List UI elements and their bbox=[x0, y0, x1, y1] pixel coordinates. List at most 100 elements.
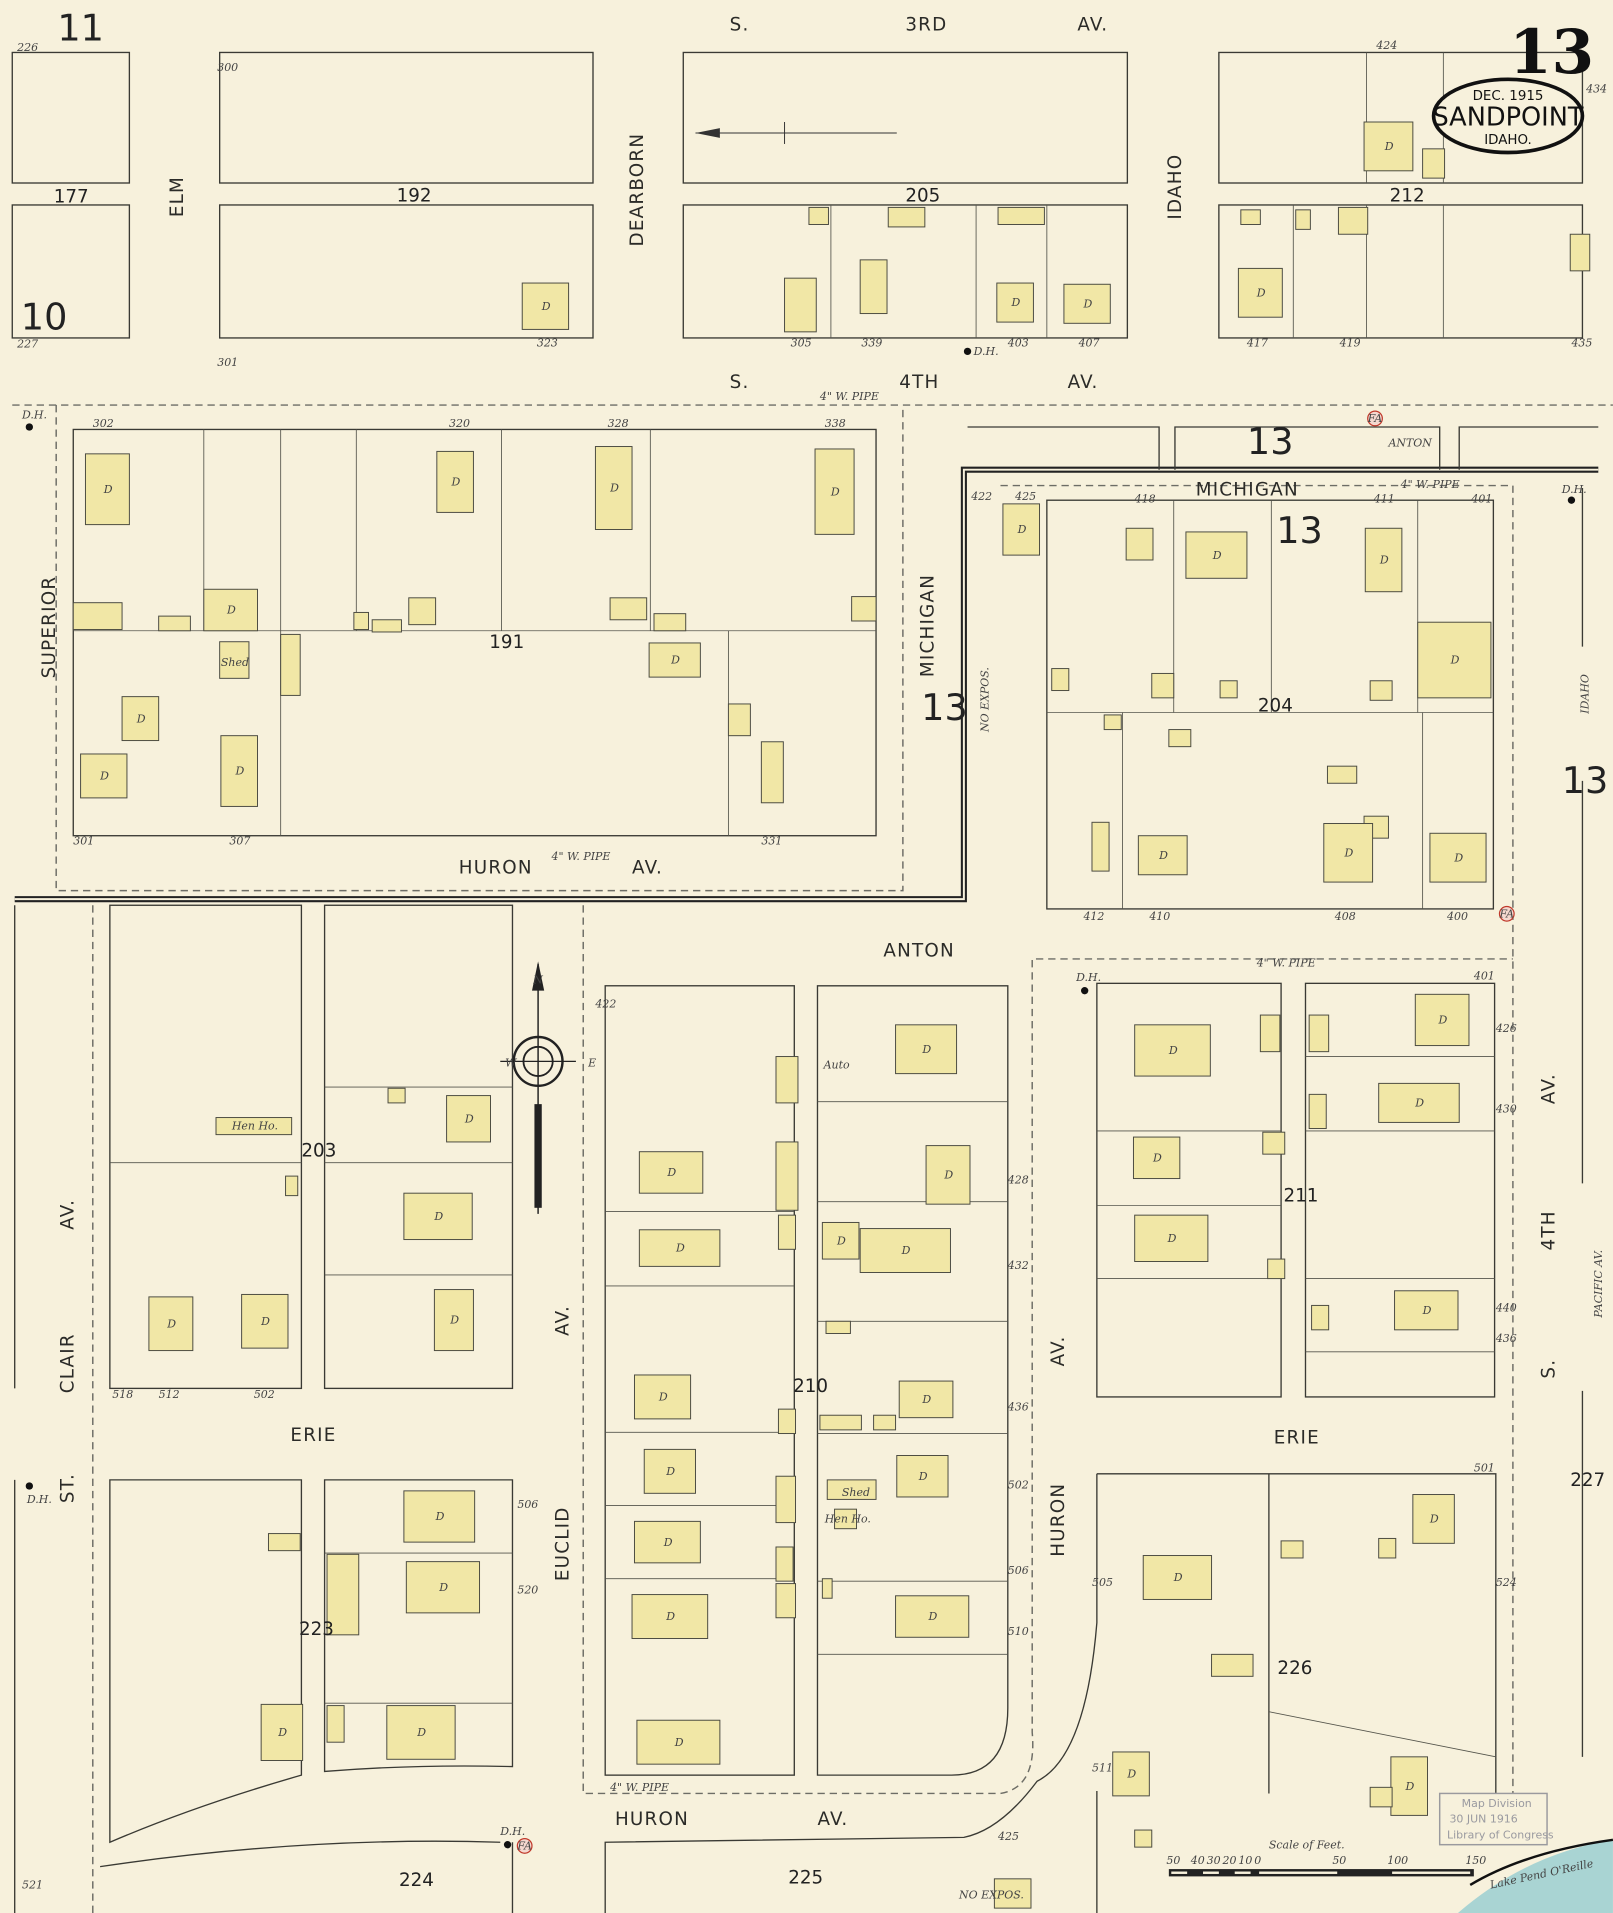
frame-dwelling bbox=[1280, 1540, 1304, 1559]
frame-dwelling bbox=[1414, 993, 1470, 1047]
frame-dwelling bbox=[219, 641, 250, 679]
frame-dwelling bbox=[777, 1214, 797, 1250]
svg-text:Auto: Auto bbox=[823, 1059, 850, 1072]
svg-text:EUCLID: EUCLID bbox=[553, 1506, 574, 1581]
frame-dwelling bbox=[896, 1455, 949, 1498]
house-number: 302 bbox=[93, 417, 114, 430]
frame-dwelling bbox=[727, 703, 751, 737]
frame-dwelling bbox=[760, 741, 784, 804]
frame-dwelling bbox=[1240, 209, 1261, 225]
dwelling-label: D bbox=[674, 1736, 684, 1749]
adjacent-sheet-13c: 13 bbox=[921, 686, 968, 729]
svg-text:FA: FA bbox=[1498, 907, 1514, 920]
dwelling-label: D bbox=[1450, 654, 1460, 667]
house-number: 422 bbox=[970, 490, 992, 503]
block-numbers: 177 192 205 212 191 204 203 210 211 223 … bbox=[54, 185, 1605, 1891]
frame-dwelling bbox=[895, 1595, 970, 1638]
dwelling-label: D bbox=[609, 482, 619, 495]
frame-dwelling bbox=[1308, 1093, 1327, 1130]
frame-dwelling bbox=[1002, 503, 1041, 556]
dwelling-label: D bbox=[1152, 1151, 1162, 1164]
frame-dwelling bbox=[1364, 527, 1403, 593]
frame-dwelling bbox=[80, 753, 128, 799]
dwelling-label: D bbox=[1344, 846, 1354, 859]
dwelling-label: D bbox=[166, 1317, 176, 1330]
dwelling-label: D bbox=[663, 1536, 673, 1549]
dwelling-label: D bbox=[1010, 296, 1020, 309]
frame-dwelling bbox=[1211, 1653, 1254, 1677]
compass-n: N bbox=[532, 973, 543, 986]
svg-text:AV.: AV. bbox=[553, 1305, 574, 1336]
dwelling-label: D bbox=[464, 1112, 474, 1125]
frame-dwelling bbox=[1378, 1082, 1460, 1123]
svg-text:IDAHO: IDAHO bbox=[1165, 154, 1186, 220]
frame-dwelling bbox=[859, 1228, 951, 1273]
frame-dwelling bbox=[148, 1296, 194, 1352]
frame-dwelling bbox=[631, 1594, 709, 1639]
house-number: 226 bbox=[16, 41, 38, 54]
svg-text:NO EXPOS.: NO EXPOS. bbox=[958, 1888, 1024, 1901]
house-number: 407 bbox=[1078, 336, 1100, 349]
frame-dwelling bbox=[895, 1024, 958, 1075]
house-number: 502 bbox=[254, 1388, 275, 1401]
frame-dwelling bbox=[997, 206, 1045, 225]
frame-dwelling bbox=[1134, 1214, 1209, 1262]
svg-text:Map Division: Map Division bbox=[1462, 1797, 1532, 1810]
adjacent-sheet-10: 10 bbox=[21, 295, 68, 338]
frame-dwelling bbox=[808, 206, 829, 225]
frame-dwelling bbox=[996, 282, 1034, 323]
frame-dwelling bbox=[1326, 765, 1358, 784]
frame-dwelling bbox=[775, 1546, 794, 1582]
house-number: 417 bbox=[1246, 336, 1268, 349]
frame-dwelling bbox=[403, 1490, 476, 1543]
scale-tick-label: 0 bbox=[1254, 1854, 1261, 1867]
svg-text:AV.: AV. bbox=[1077, 15, 1108, 36]
dwelling-label: D bbox=[921, 1043, 931, 1056]
dwelling-label: D bbox=[541, 300, 551, 313]
svg-text:Scale of Feet.: Scale of Feet. bbox=[1269, 1838, 1345, 1851]
frame-dwelling bbox=[1091, 821, 1110, 872]
frame-dwelling bbox=[775, 1475, 797, 1524]
compass-w: W bbox=[505, 1056, 518, 1069]
frame-dwelling bbox=[387, 1087, 406, 1104]
svg-text:4" W. PIPE: 4" W. PIPE bbox=[1400, 478, 1460, 491]
dwelling-label: D bbox=[226, 604, 236, 617]
frame-dwelling bbox=[633, 1520, 701, 1564]
house-number: 320 bbox=[449, 417, 470, 430]
house-number: 426 bbox=[1495, 1022, 1517, 1035]
frame-dwelling bbox=[241, 1293, 289, 1349]
library-stamp: Map Division 30 JUN 1916 Library of Cong… bbox=[1438, 1792, 1554, 1846]
svg-text:4" W. PIPE: 4" W. PIPE bbox=[819, 390, 879, 403]
dwelling-label: D bbox=[136, 712, 146, 725]
frame-dwelling bbox=[648, 642, 701, 678]
frame-dwelling bbox=[1259, 1014, 1281, 1053]
frame-dwelling bbox=[1422, 148, 1446, 179]
dwelling-label: D bbox=[658, 1391, 668, 1404]
dwelling-label: D bbox=[450, 476, 460, 489]
map-symbols: D.H. D.H. D.H. D.H. D.H. D.H. FA FA FA bbox=[21, 345, 1587, 1854]
svg-text:AV.: AV. bbox=[1068, 372, 1099, 393]
fire-alarm-icon: FA bbox=[516, 1837, 533, 1854]
svg-text:203: 203 bbox=[301, 1141, 336, 1162]
house-number: 440 bbox=[1495, 1302, 1517, 1315]
bottom-blocks bbox=[14, 904, 1497, 1913]
house-number: 424 bbox=[1375, 39, 1397, 52]
house-number: 307 bbox=[229, 834, 250, 847]
scale-tick-label: 40 bbox=[1190, 1854, 1205, 1867]
frame-dwelling bbox=[1134, 1024, 1211, 1077]
adjacent-sheet-13d: 13 bbox=[1562, 759, 1609, 802]
dwelling-label: D bbox=[918, 1470, 928, 1483]
frame-dwelling bbox=[285, 1175, 299, 1197]
svg-text:205: 205 bbox=[905, 185, 940, 206]
frame-dwelling bbox=[1295, 209, 1311, 230]
frame-dwelling bbox=[993, 1878, 1032, 1909]
frame-dwelling bbox=[1262, 1131, 1286, 1155]
house-number: 425 bbox=[997, 1830, 1019, 1843]
title-state: IDAHO. bbox=[1484, 133, 1532, 148]
frame-dwelling bbox=[814, 448, 855, 535]
frame-dwelling bbox=[1369, 1786, 1393, 1808]
dwelling-label: D bbox=[438, 1581, 448, 1594]
frame-dwelling bbox=[1412, 1494, 1455, 1544]
svg-text:S.: S. bbox=[730, 372, 750, 393]
scale-segment bbox=[1203, 1871, 1219, 1874]
